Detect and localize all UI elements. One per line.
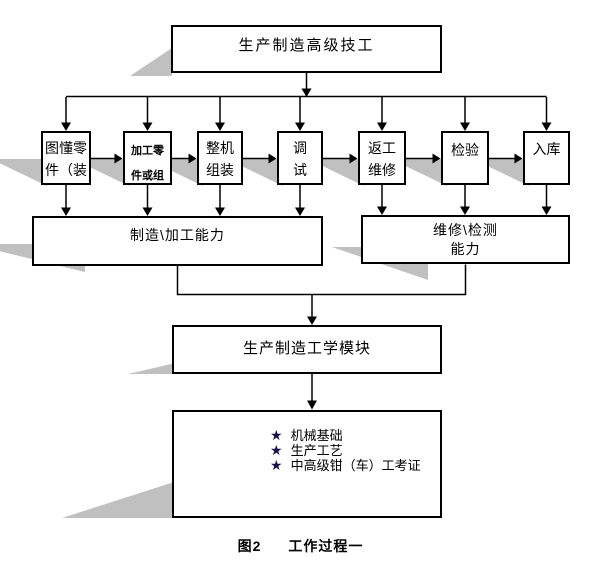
box-label: 制造\加工能力 xyxy=(130,227,225,243)
box-label-line2: 组装 xyxy=(206,162,234,178)
star-icon: ★ xyxy=(270,442,283,458)
box-label-line1: 维修\检测 xyxy=(433,221,498,238)
row-drop-arrows xyxy=(61,97,552,131)
outcome-item: ★ 中高级钳（车）工考证 xyxy=(270,457,421,474)
box-engineering-module: 生产制造工学模块 xyxy=(172,325,442,374)
process-box-inspection: 检验 xyxy=(441,131,489,185)
sequence-arrows xyxy=(91,153,523,164)
box-label-line1: 返工 xyxy=(368,140,396,156)
top-feed-connector xyxy=(66,73,547,98)
capability-drop-arrows xyxy=(61,185,552,216)
process-box-warehousing: 入库 xyxy=(523,131,570,185)
box-label-line2: 维修 xyxy=(368,162,396,178)
box-repair-inspection-capability: 维修\检测 能力 xyxy=(361,215,570,264)
outcome-label: 中高级钳（车）工考证 xyxy=(290,458,421,473)
process-box-machine-assembly: 整机 组装 xyxy=(197,131,243,185)
box-label-line2: 能力 xyxy=(450,240,481,257)
merge-connector xyxy=(176,264,467,325)
outcome-label: 生产工艺 xyxy=(290,443,343,458)
box-label-line1: 整机 xyxy=(206,140,234,156)
process-box-understand-drawings: 图懂零 件（装 xyxy=(41,131,91,185)
box-label-line1: 图懂零 xyxy=(45,140,87,156)
process-box-debugging: 调 试 xyxy=(277,131,323,185)
box-label-line2: 件或组 xyxy=(131,170,164,182)
outcome-item: ★ 机械基础 xyxy=(270,427,343,444)
box-senior-technician: 生产制造高级技工 xyxy=(171,25,442,73)
box-label-line1: 加工零 xyxy=(131,145,164,157)
box-learning-outcomes: ★ 机械基础 ★ 生产工艺 ★ 中高级钳（车）工考证 xyxy=(172,410,442,518)
outcome-label: 机械基础 xyxy=(290,428,343,443)
process-box-machining-parts: 加工零 件或组 xyxy=(123,131,172,185)
box-label-line1: 入库 xyxy=(532,141,561,157)
caption-title: 工作过程一 xyxy=(288,538,364,554)
module-drop-arrow xyxy=(307,374,317,410)
box-label: 生产制造工学模块 xyxy=(242,340,371,357)
process-box-rework-repair: 返工 维修 xyxy=(358,131,406,185)
figure-caption: 图2 工作过程一 xyxy=(0,536,601,556)
caption-number: 图2 xyxy=(237,538,262,554)
box-label-line1: 检验 xyxy=(451,142,479,158)
star-icon: ★ xyxy=(270,427,283,443)
outcome-item: ★ 生产工艺 xyxy=(270,442,343,459)
box-label-line2: 试 xyxy=(293,162,307,178)
box-label-line2: 件（装 xyxy=(45,162,87,178)
box-manufacturing-capability: 制造\加工能力 xyxy=(32,216,323,266)
box-label: 生产制造高级技工 xyxy=(238,36,375,54)
star-icon: ★ xyxy=(270,457,283,473)
box-label-line1: 调 xyxy=(293,140,307,156)
